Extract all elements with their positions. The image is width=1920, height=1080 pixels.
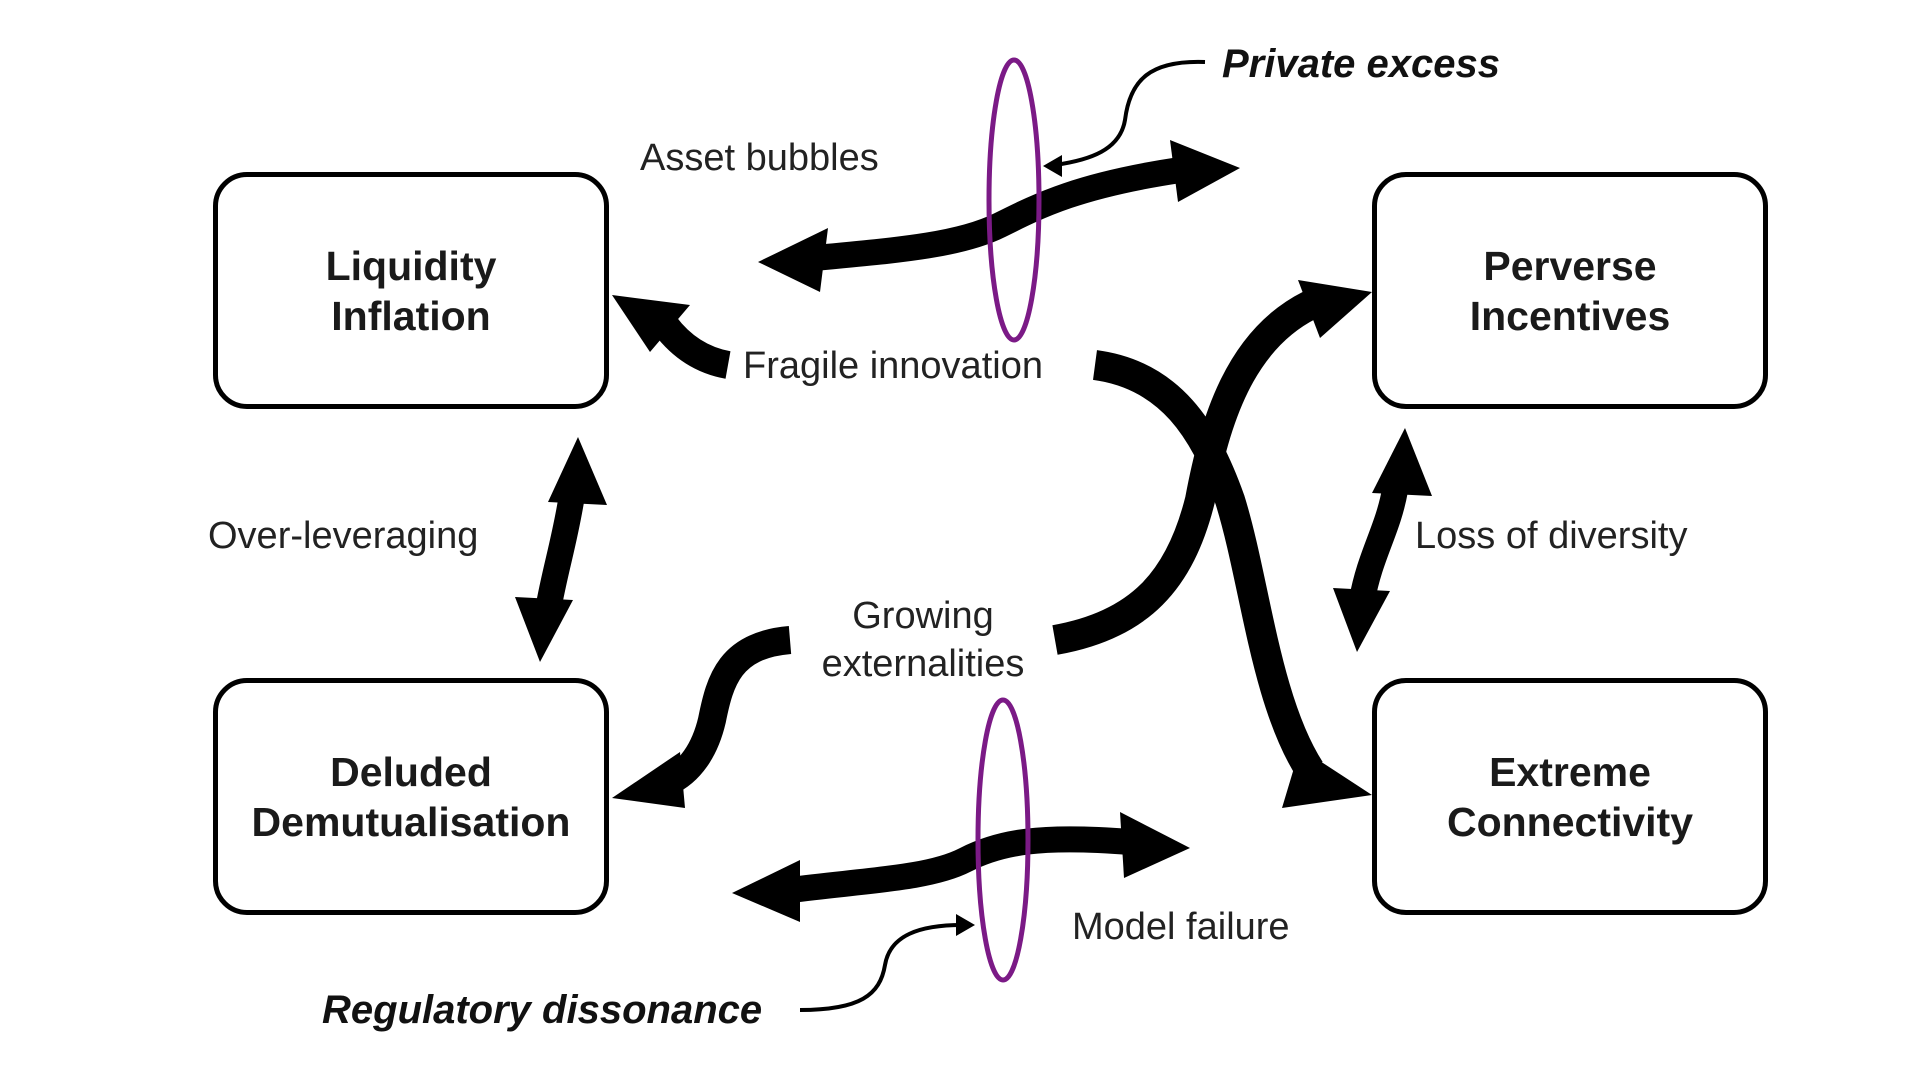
perverse-incentives-box: Perverse Incentives (1372, 172, 1768, 409)
fragile-to-extreme-arrow (1092, 350, 1372, 808)
arrowhead-left (758, 228, 828, 292)
arrowhead-left (732, 860, 800, 922)
liquidity-inflation-label: Liquidity Inflation (325, 242, 497, 339)
deluded-demutualisation-box: Deluded Demutualisation (213, 678, 609, 915)
extreme-connectivity-label: Extreme Connectivity (1446, 748, 1694, 845)
growing-externalities-label: Growing externalities (821, 595, 1025, 685)
regulatory-dissonance-ring (975, 697, 1031, 983)
private-excess-annotation: Private excess (1222, 42, 1501, 86)
deluded-demutualisation-label: Deluded Demutualisation (251, 748, 571, 845)
regulatory-dissonance-pointer (799, 914, 975, 1012)
asset-bubbles-double-arrow (758, 140, 1240, 292)
arrowhead-right (1170, 140, 1240, 202)
fragile-innovation-label: Fragile innovation (743, 345, 1043, 387)
model-failure-label: Model failure (1072, 906, 1290, 948)
loss-of-diversity-label: Loss of diversity (1415, 515, 1688, 557)
extreme-connectivity-box: Extreme Connectivity (1372, 678, 1768, 915)
perverse-incentives-label: Perverse Incentives (1469, 242, 1671, 339)
model-failure-double-arrow (732, 812, 1190, 922)
regulatory-dissonance-annotation: Regulatory dissonance (322, 988, 763, 1032)
arrowhead-right (1120, 812, 1190, 878)
growing-to-deluded-arrow (612, 626, 792, 808)
fragile-to-liquidity-arrow (612, 295, 731, 379)
liquidity-inflation-box: Liquidity Inflation (213, 172, 609, 409)
private-excess-pointer (1043, 59, 1206, 177)
private-excess-ring (986, 57, 1042, 343)
loss-of-diversity-double-arrow (1333, 428, 1432, 652)
asset-bubbles-label: Asset bubbles (640, 137, 879, 179)
over-leveraging-double-arrow (515, 437, 607, 662)
growing-to-perverse-arrow (1052, 280, 1372, 655)
over-leveraging-label: Over-leveraging (208, 515, 479, 557)
